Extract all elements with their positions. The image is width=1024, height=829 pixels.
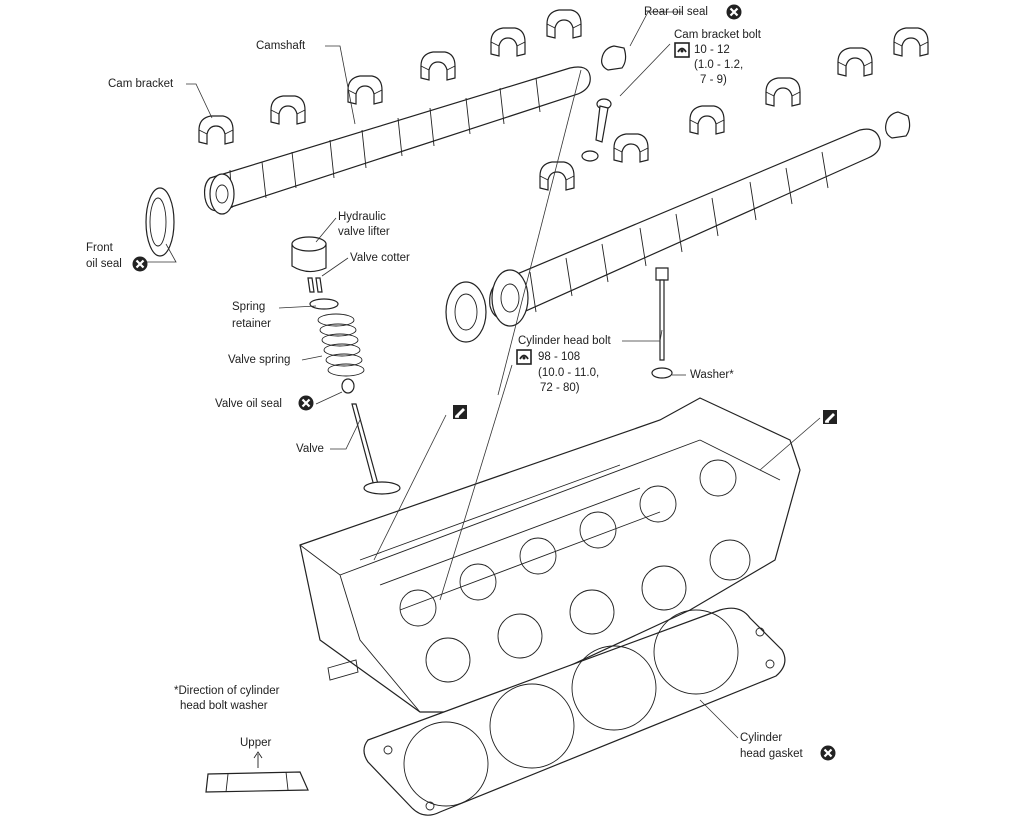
cylinder-head-gasket-part [363, 607, 786, 816]
circle-x-icon [726, 4, 742, 20]
circle-x-icon [820, 745, 836, 761]
label-front-oil-seal-2: oil seal [86, 258, 122, 270]
label-cam-bracket-bolt: Cam bracket bolt [674, 29, 761, 41]
cylinder-head-bolt-torque-2: (10.0 - 11.0, [538, 367, 600, 379]
washer-text: Washer [690, 369, 730, 381]
valve-oil-seal-part [341, 378, 355, 394]
lower-cam-brackets [539, 27, 929, 191]
torque-wrench-icon [674, 42, 690, 58]
valve-part [351, 403, 401, 495]
cam-bracket-bolt-torque-2: (1.0 - 1.2, [694, 59, 744, 71]
label-upper: Upper [240, 737, 272, 749]
upper-camshaft [203, 66, 591, 215]
label-valve: Valve [296, 443, 324, 455]
label-spring-retainer-2: retainer [232, 318, 271, 330]
lower-camshaft [489, 128, 881, 327]
sealant-icon [823, 410, 837, 424]
cylinder-head-bolt-torque-1: 98 - 108 [538, 351, 581, 363]
direction-note-1: *Direction of cylinder [174, 685, 280, 697]
direction-note-2: head bolt washer [180, 700, 268, 712]
torque-wrench-icon [516, 349, 532, 365]
label-cam-bracket: Cam bracket [108, 78, 174, 90]
cam-bracket-bolt-torque-1: 10 - 12 [694, 44, 730, 56]
spring-retainer-part [309, 298, 339, 310]
circle-x-icon [132, 256, 148, 272]
rear-oil-seal-lower [885, 111, 911, 139]
cylinder-head [299, 397, 801, 713]
label-cylinder-head-bolt: Cylinder head bolt [518, 335, 611, 347]
washer-star: * [729, 369, 734, 381]
label-hydraulic-valve-lifter-1: Hydraulic [338, 211, 386, 223]
valve-cotter-part [307, 277, 323, 293]
valve-spring-part [317, 313, 365, 377]
front-oil-seal [145, 187, 175, 257]
label-hydraulic-valve-lifter-2: valve lifter [338, 226, 390, 238]
cam-bracket-bolt-torque-3: 7 - 9) [700, 74, 727, 86]
rear-oil-seal-upper [601, 45, 627, 71]
cylinder-head-bolt-torque-3: 72 - 80) [540, 382, 580, 394]
label-front-oil-seal-1: Front [86, 242, 113, 254]
label-spring-retainer-1: Spring [232, 301, 266, 313]
circle-x-icon [298, 395, 314, 411]
label-camshaft: Camshaft [256, 40, 306, 52]
label-washer: Washer* [690, 368, 734, 382]
hydraulic-valve-lifter [291, 236, 327, 273]
washer-direction-sketch [205, 751, 309, 793]
label-rear-oil-seal: Rear oil seal [644, 6, 708, 18]
cylinder-head-bolt-part [651, 267, 673, 379]
label-cylinder-head-gasket-1: Cylinder [740, 732, 783, 744]
sealant-icon [453, 405, 467, 419]
label-valve-cotter: Valve cotter [350, 252, 410, 264]
leader-lines [134, 11, 821, 739]
label-valve-oil-seal: Valve oil seal [215, 398, 282, 410]
cam-bracket-bolt [581, 98, 612, 162]
front-oil-seal-lower [445, 281, 487, 343]
label-cylinder-head-gasket-2: head gasket [740, 748, 803, 760]
label-valve-spring: Valve spring [228, 354, 291, 366]
